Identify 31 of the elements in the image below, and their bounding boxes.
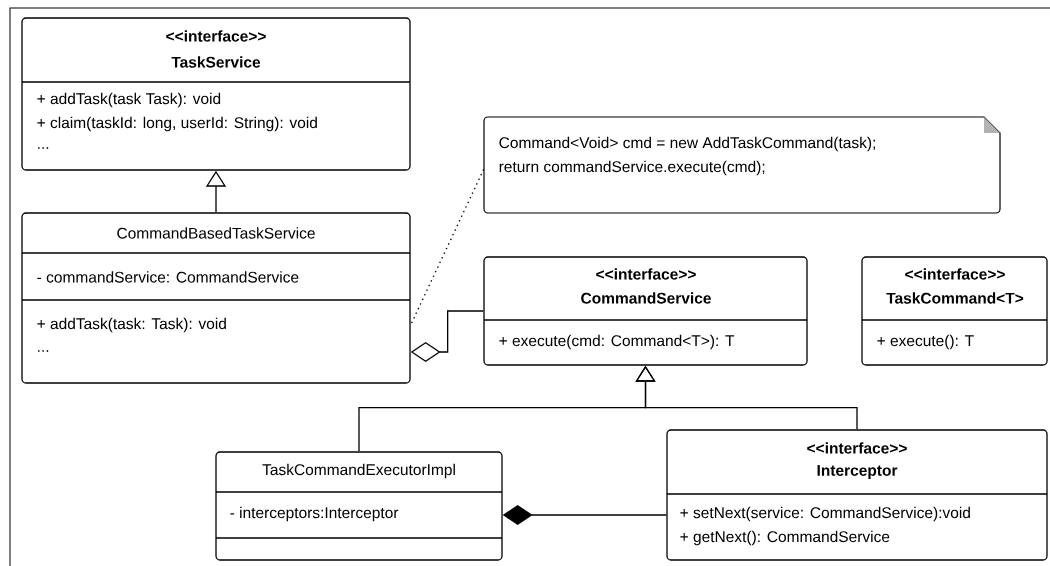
stereotype-label: <<interface>> [905,268,1005,280]
method-text: + execute(): T [877,334,974,350]
method-text: + execute(cmd: Command<T>): T [499,334,735,350]
note-connector [409,169,485,326]
class-box [861,256,1048,366]
class-box [215,451,503,561]
stereotype-label: <<interface>> [166,30,266,42]
class-box [21,17,411,171]
attribute-text: - interceptors:Interceptor [230,506,399,522]
ellipsis: ... [38,147,49,149]
class-box [666,429,1048,561]
method-text: + addTask(task Task): void [37,92,221,108]
class-name: TaskService [171,56,261,68]
class-box [21,212,411,384]
class-name: TaskCommand<T> [886,292,1024,304]
method-text: + getNext(): CommandService [680,530,890,546]
class-box [483,256,808,366]
class-name: CommandBasedTaskService [117,227,315,239]
method-text: + claim(taskId: long, userId: String): void [37,116,317,132]
method-text: + addTask(task: Task): void [37,317,226,333]
attribute-text: - commandService: CommandService [37,271,299,283]
note-box [483,116,1001,214]
stereotype-label: <<interface>> [596,268,696,280]
method-text: + setNext(service: CommandService):void [680,506,970,522]
stereotype-label: <<interface>> [807,442,907,454]
class-name: TaskCommandExecutorImpl [262,463,455,479]
class-name: Interceptor [817,465,898,479]
code-line: Command<Void> cmd = new AddTaskCommand(task); [499,136,875,152]
code-line: return commandService.execute(cmd); [499,160,765,176]
class-name: CommandService [581,292,711,304]
ellipsis: ... [38,350,49,352]
